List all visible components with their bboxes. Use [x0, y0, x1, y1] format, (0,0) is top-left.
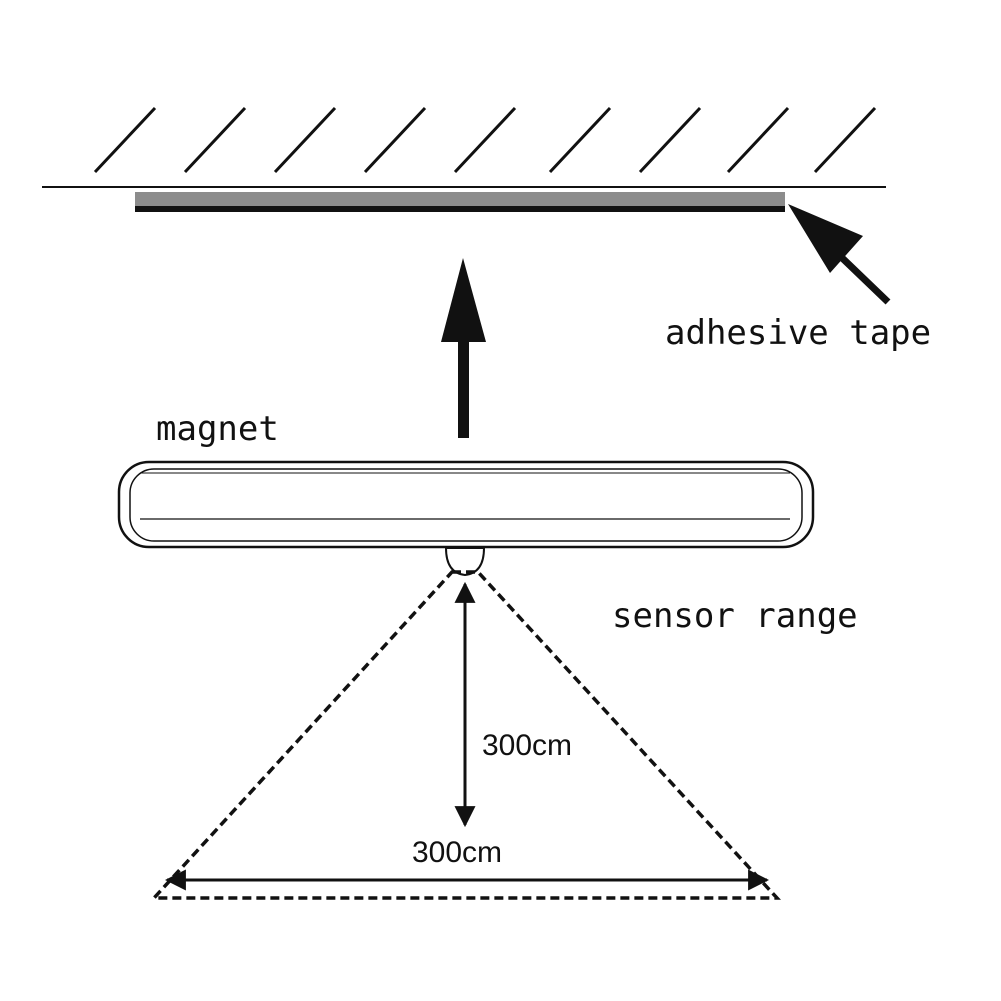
- sensor-detection-cone: [150, 570, 781, 900]
- tape-pointer-arrow: [788, 204, 891, 305]
- adhesive-tape-strip: [135, 192, 785, 206]
- sensor-range-label: sensor range: [612, 596, 858, 636]
- mount-direction-arrow: [441, 258, 486, 438]
- light-bar: [117, 460, 815, 549]
- ceiling-hatching: [93, 106, 877, 174]
- mounting-plate: [135, 206, 785, 212]
- vertical-distance-label: 300cm: [482, 729, 572, 762]
- adhesive-tape-label: adhesive tape: [665, 313, 931, 353]
- horizontal-distance-label: 300cm: [412, 836, 502, 869]
- magnet-label: magnet: [156, 409, 279, 449]
- pir-sensor-dome: [444, 547, 486, 577]
